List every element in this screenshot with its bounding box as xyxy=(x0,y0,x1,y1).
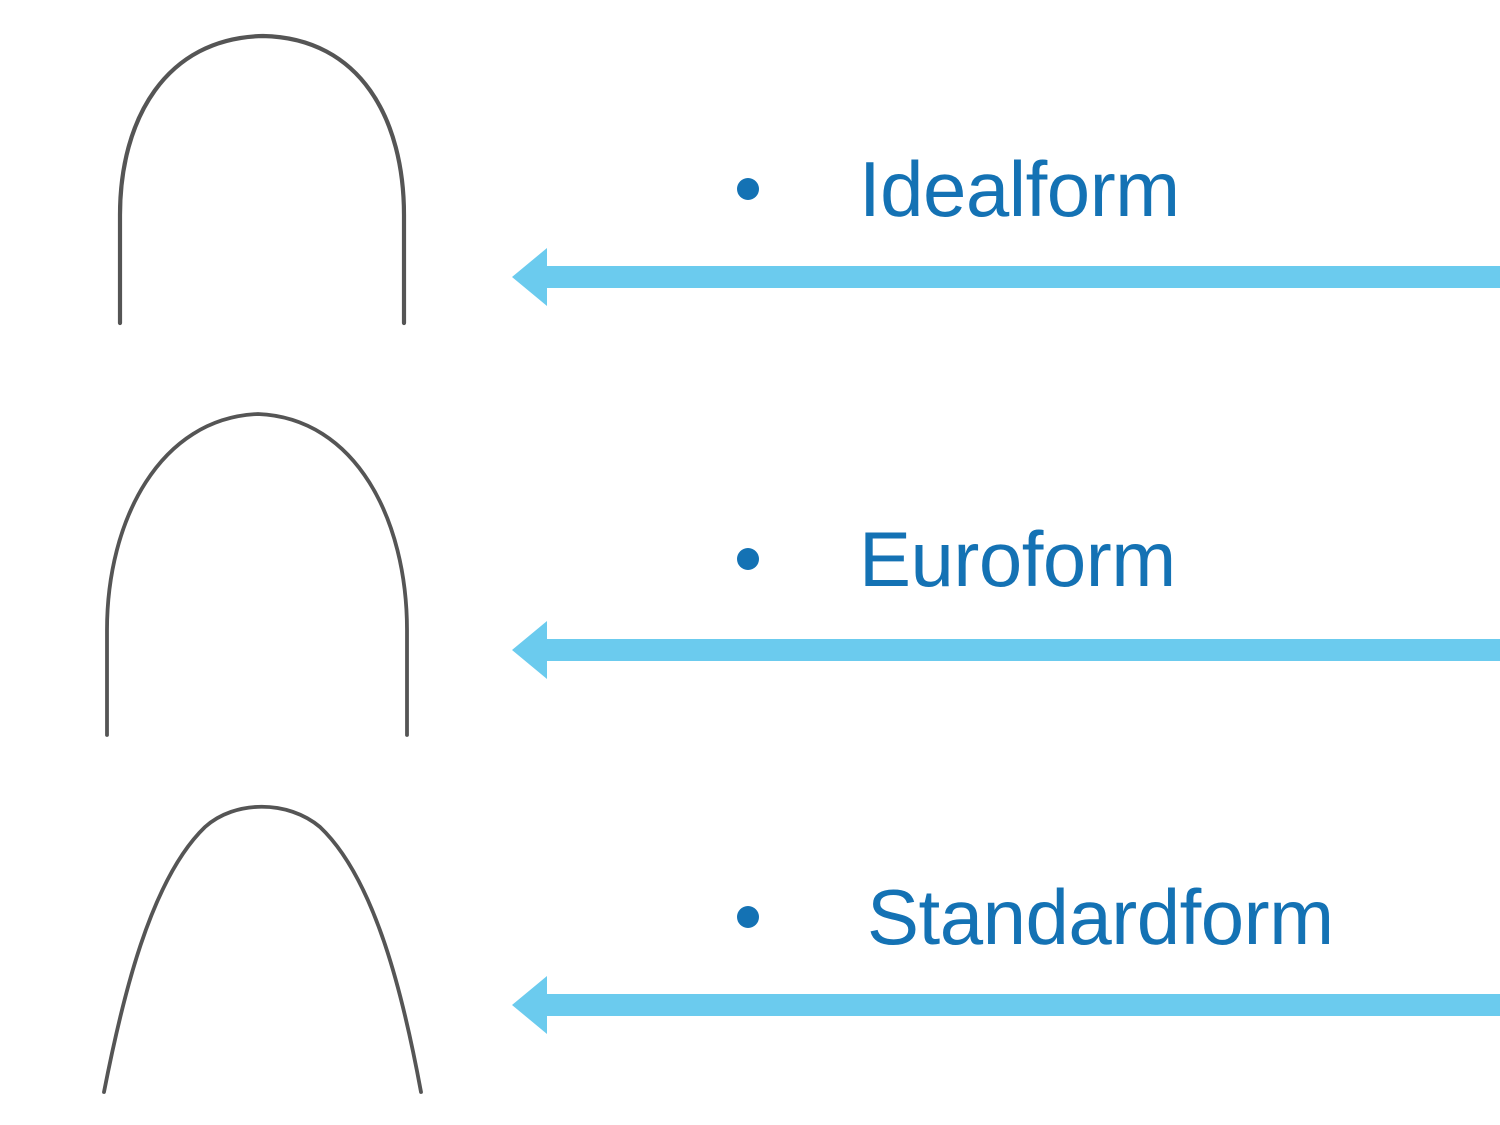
label-idealform: Idealform xyxy=(859,145,1180,233)
archwire-path-standardform xyxy=(102,804,423,1094)
bullet-dot-icon xyxy=(737,906,759,928)
left-arrow-euroform xyxy=(512,621,1500,679)
archwire-path-idealform xyxy=(117,33,407,326)
bullet-item-euroform: Euroform xyxy=(737,520,1176,598)
archwire-euroform xyxy=(105,412,409,737)
bullet-dot-icon xyxy=(737,178,759,200)
bullet-dot-icon xyxy=(737,548,759,570)
bullet-item-idealform: Idealform xyxy=(737,150,1180,228)
label-euroform: Euroform xyxy=(859,515,1176,603)
archwire-idealform xyxy=(117,33,407,326)
archwire-standardform xyxy=(102,804,423,1094)
label-standardform: Standardform xyxy=(867,873,1334,961)
bullet-item-standardform: Standardform xyxy=(737,878,1334,956)
archwire-path-euroform xyxy=(105,412,409,737)
left-arrow-standardform xyxy=(512,976,1500,1034)
left-arrow-idealform xyxy=(512,248,1500,306)
